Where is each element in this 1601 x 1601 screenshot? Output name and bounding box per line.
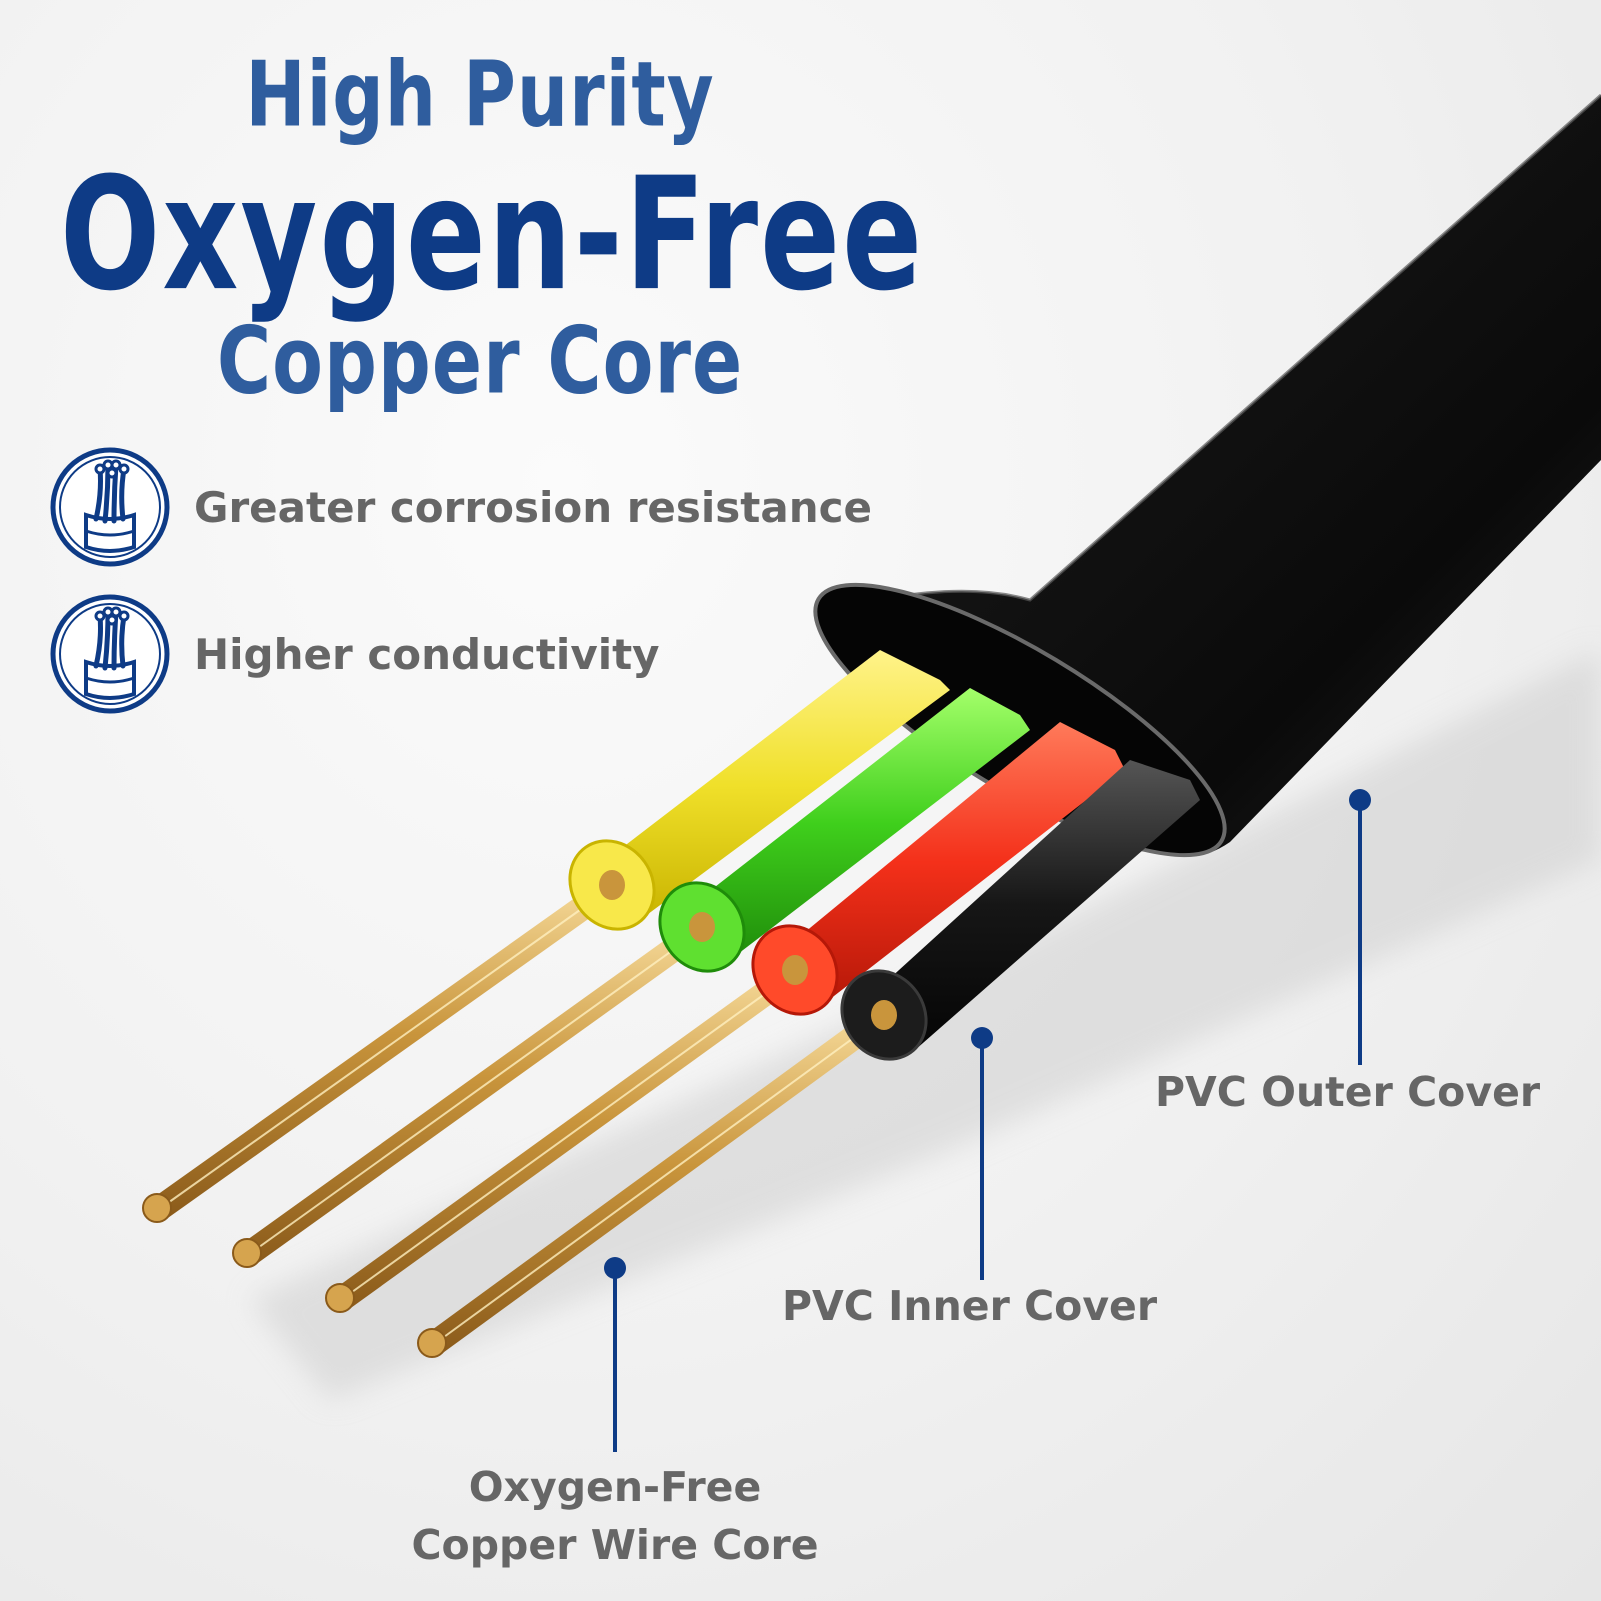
feature-text-corrosion: Greater corrosion resistance xyxy=(194,482,873,532)
copper-wire-core-red xyxy=(325,965,798,1313)
inner-wire-yellow xyxy=(568,650,950,931)
label-copper-wire-core: Oxygen-Free Copper Wire Core xyxy=(380,1458,850,1574)
feature-text-conductivity: Higher conductivity xyxy=(194,629,660,679)
feature-item-corrosion: Greater corrosion resistance xyxy=(48,445,872,569)
callout-line-copper-core xyxy=(604,1257,626,1452)
label-copper-wire-core-line-2: Copper Wire Core xyxy=(411,1521,819,1569)
headline-line-3: Copper Core xyxy=(216,307,744,415)
headline-line-2: Oxygen-Free xyxy=(60,142,925,326)
callout-line-inner-cover xyxy=(971,1027,993,1280)
copper-wire-core-green xyxy=(232,922,705,1268)
inner-wire-green xyxy=(658,688,1030,973)
copper-strand-icon xyxy=(50,447,170,567)
copper-wire-core-black xyxy=(417,1010,885,1358)
feature-item-conductivity: Higher conductivity xyxy=(48,592,660,716)
label-pvc-outer-cover: PVC Outer Cover xyxy=(1155,1068,1541,1116)
copper-wire-core-yellow xyxy=(142,880,615,1223)
copper-strand-icon xyxy=(50,594,170,714)
label-pvc-inner-cover: PVC Inner Cover xyxy=(782,1282,1158,1330)
inner-wire-black xyxy=(840,760,1200,1061)
callout-line-outer-cover xyxy=(1349,789,1371,1065)
inner-wire-red xyxy=(751,722,1125,1016)
headline-line-1: High Purity xyxy=(245,41,715,147)
label-copper-wire-core-line-1: Oxygen-Free xyxy=(468,1463,762,1511)
